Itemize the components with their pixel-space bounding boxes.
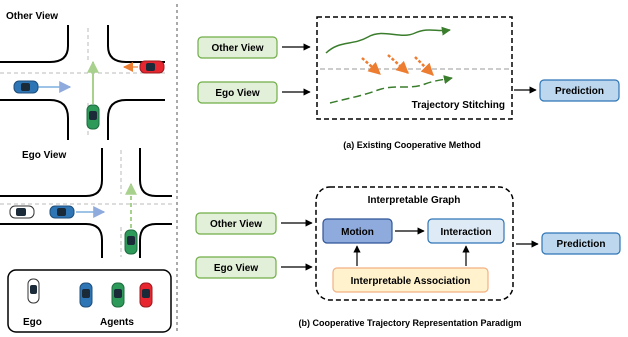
stitching-label: Trajectory Stitching <box>412 100 505 111</box>
bottom-prediction-label: Prediction <box>557 239 606 250</box>
other-view-scene: Other View <box>0 11 165 140</box>
proposed-paradigm-diagram: Other View Ego View Interpretable Graph … <box>195 186 621 328</box>
legend-agent-blue-car <box>79 282 93 308</box>
bottom-other-view-box <box>195 212 277 235</box>
bottom-ego-view-box <box>195 256 277 279</box>
ego-view-title: Ego View <box>22 150 66 161</box>
stitch-arrow-2 <box>387 54 409 74</box>
blue-car <box>13 80 39 94</box>
stitch-arrow-1 <box>361 57 381 75</box>
caption-a: (a) Existing Cooperative Method <box>343 140 481 150</box>
graph-title: Interpretable Graph <box>368 195 461 206</box>
existing-method-diagram: Other View Ego View Trajectory Stitching… <box>197 16 620 150</box>
other-view-trajectory <box>325 26 451 54</box>
interpretable-graph-container <box>315 186 514 301</box>
ego-green-car <box>124 229 138 255</box>
ego-view-scene: Ego View <box>0 148 172 258</box>
top-prediction-label: Prediction <box>555 86 604 97</box>
legend-box: Ego Agents <box>7 269 172 333</box>
stitch-arrow-3 <box>414 56 434 76</box>
curb-top-right <box>107 25 165 63</box>
bottom-prediction-box <box>541 232 621 255</box>
curb-bottom-left <box>0 99 69 140</box>
curb-top-left <box>0 25 69 63</box>
legend-agent-red-car <box>139 282 153 308</box>
bottom-other-view-label: Other View <box>210 219 262 230</box>
legend-agent-green-car <box>111 282 125 308</box>
legend-ego-car <box>27 278 40 304</box>
bottom-ego-view-label: Ego View <box>214 263 258 274</box>
motion-box <box>322 218 393 244</box>
top-ego-view-label: Ego View <box>215 88 259 99</box>
top-ego-view-box <box>197 81 278 104</box>
other-view-title: Other View <box>6 11 58 22</box>
ego-curb-bottom-right <box>139 223 172 258</box>
top-prediction-box <box>539 79 620 102</box>
association-box <box>332 267 489 293</box>
ego-view-trajectory <box>329 75 453 104</box>
motion-label: Motion <box>341 227 374 238</box>
ego-car <box>9 205 35 219</box>
caption-b: (b) Cooperative Trajectory Representatio… <box>298 318 521 328</box>
red-car <box>139 60 165 74</box>
curb-bottom-right <box>107 99 165 140</box>
stitching-container <box>316 16 513 120</box>
ego-curb-top-right <box>139 148 172 197</box>
ego-curb-bottom-left <box>0 223 103 258</box>
legend-agents-label: Agents <box>100 317 134 328</box>
association-label: Interpretable Association <box>351 276 471 287</box>
legend-ego-label: Ego <box>23 317 42 328</box>
green-car <box>86 104 100 130</box>
interaction-box <box>427 218 505 244</box>
ego-curb-top-left <box>0 148 103 197</box>
ego-blue-car <box>49 205 75 219</box>
top-other-view-box <box>197 36 278 59</box>
top-other-view-label: Other View <box>211 43 263 54</box>
interaction-label: Interaction <box>440 227 491 238</box>
